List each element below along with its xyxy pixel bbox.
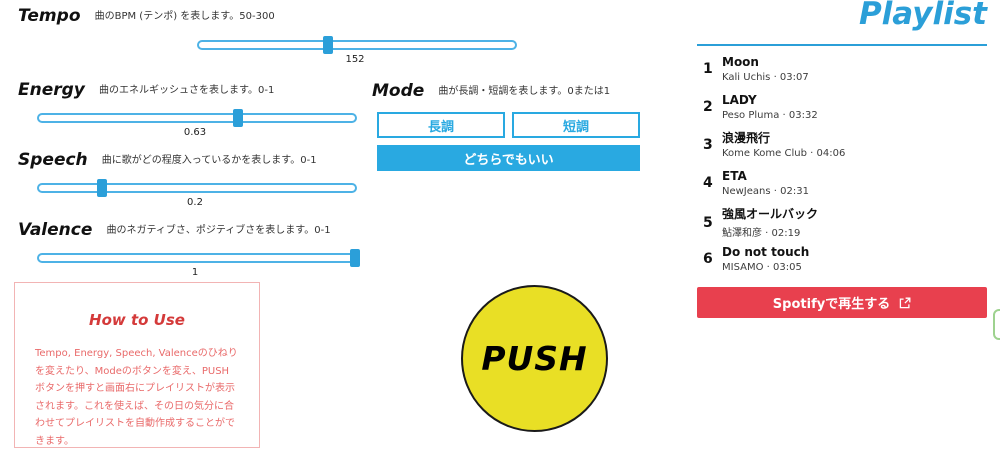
- mode-description: 曲が長調・短調を表します。0または1: [438, 86, 611, 97]
- speech-value: 0.2: [187, 197, 203, 208]
- mode-title: Mode: [372, 81, 425, 101]
- energy-title: Energy: [18, 80, 85, 100]
- playlist-row: 4 ETA NewJeans · 02:31: [697, 169, 987, 197]
- track-meta: Kome Kome Club · 04:06: [722, 148, 846, 159]
- playlist-row: 2 LADY Peso Pluma · 03:32: [697, 93, 987, 121]
- playlist-row: 6 Do not touch MISAMO · 03:05: [697, 245, 987, 273]
- track-number: 2: [703, 99, 713, 115]
- mode-minor-button[interactable]: 短調: [512, 112, 640, 138]
- tempo-value: 152: [345, 54, 365, 65]
- valence-slider[interactable]: [37, 249, 360, 267]
- mode-either-button[interactable]: どちらでもいい: [377, 145, 640, 171]
- playlist-row: 1 Moon Kali Uchis · 03:07: [697, 55, 987, 83]
- playlist-divider: [697, 44, 987, 46]
- speech-slider-thumb[interactable]: [97, 179, 108, 197]
- energy-section-header: Energy 曲のエネルギッシュさを表します。0-1: [18, 80, 274, 100]
- mode-major-button[interactable]: 長調: [377, 112, 505, 138]
- speech-description: 曲に歌がどの程度入っているかを表します。0-1: [101, 155, 317, 166]
- playlist-title: Playlist: [858, 0, 987, 32]
- valence-slider-thumb[interactable]: [350, 249, 360, 267]
- track-number: 1: [703, 61, 713, 77]
- track-title: LADY: [722, 93, 757, 107]
- playlist-row: 5 強風オールバック 鮎澤和彦 · 02:19: [697, 207, 987, 239]
- tempo-slider-thumb[interactable]: [322, 36, 333, 54]
- energy-value: 0.63: [183, 127, 207, 138]
- external-link-icon: [899, 297, 911, 309]
- edge-clipped-button[interactable]: [993, 309, 1000, 340]
- energy-slider[interactable]: [37, 109, 357, 127]
- track-meta: MISAMO · 03:05: [722, 262, 802, 273]
- valence-value: 1: [191, 267, 199, 278]
- how-to-use-body: Tempo, Energy, Speech, Valenceのひねりを変えたり、…: [35, 348, 238, 447]
- track-number: 6: [703, 251, 713, 267]
- track-title: ETA: [722, 169, 747, 183]
- track-number: 3: [703, 137, 713, 153]
- push-button[interactable]: PUSH: [461, 285, 608, 432]
- valence-description: 曲のネガティブさ、ポジティブさを表します。0-1: [106, 225, 331, 236]
- tempo-slider[interactable]: [197, 36, 517, 54]
- track-number: 5: [703, 215, 713, 231]
- track-title: Moon: [722, 55, 759, 69]
- speech-slider[interactable]: [37, 179, 357, 197]
- how-to-use-box: How to Use Tempo, Energy, Speech, Valenc…: [14, 282, 260, 448]
- tempo-section-header: Tempo 曲のBPM (テンポ) を表します。50-300: [18, 6, 275, 26]
- speech-title: Speech: [18, 150, 88, 170]
- track-meta: Kali Uchis · 03:07: [722, 72, 809, 83]
- play-on-spotify-label: Spotifyで再生する: [772, 297, 891, 312]
- track-title: 強風オールバック: [722, 207, 819, 221]
- mode-section-header: Mode 曲が長調・短調を表します。0または1: [372, 81, 610, 101]
- speech-section-header: Speech 曲に歌がどの程度入っているかを表します。0-1: [18, 150, 317, 170]
- tempo-title: Tempo: [18, 6, 81, 26]
- tempo-description: 曲のBPM (テンポ) を表します。50-300: [94, 11, 275, 22]
- track-meta: Peso Pluma · 03:32: [722, 110, 818, 121]
- track-meta: NewJeans · 02:31: [722, 186, 809, 197]
- play-on-spotify-button[interactable]: Spotifyで再生する: [697, 287, 987, 318]
- track-number: 4: [703, 175, 713, 191]
- valence-section-header: Valence 曲のネガティブさ、ポジティブさを表します。0-1: [18, 220, 331, 240]
- track-title: Do not touch: [722, 245, 810, 259]
- energy-description: 曲のエネルギッシュさを表します。0-1: [98, 85, 275, 96]
- playlist-row: 3 浪漫飛行 Kome Kome Club · 04:06: [697, 131, 987, 159]
- energy-slider-thumb[interactable]: [233, 109, 244, 127]
- how-to-use-title: How to Use: [89, 311, 185, 329]
- valence-title: Valence: [18, 220, 93, 240]
- track-title: 浪漫飛行: [722, 131, 771, 145]
- track-meta: 鮎澤和彦 · 02:19: [722, 228, 801, 239]
